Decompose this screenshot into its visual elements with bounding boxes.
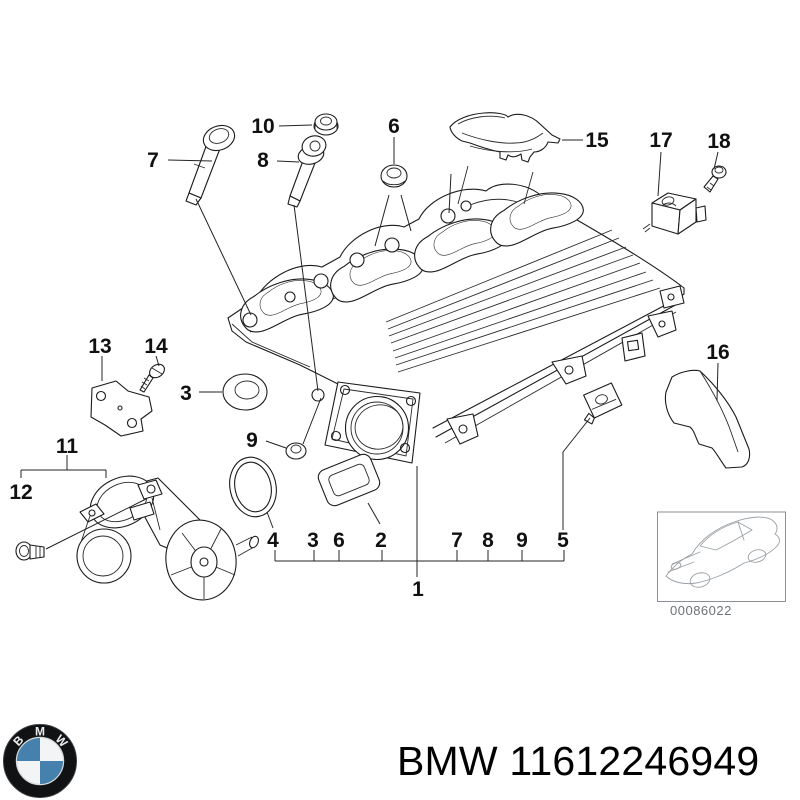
rib-lines [385, 229, 661, 373]
callout-group-7: 7 [451, 529, 463, 552]
callout-group-4: 4 [267, 529, 279, 552]
grommet-top-part [380, 164, 408, 188]
oring-part [229, 456, 277, 518]
callout-3: 3 [180, 382, 192, 405]
manifold-drawing [227, 165, 685, 464]
gasket-part [317, 453, 381, 507]
callout-labels: 7 10 8 6 15 17 18 13 14 3 16 9 11 12 4 3… [9, 115, 731, 601]
car-thumbnail: 00086022 [657, 511, 786, 618]
leader-lines [20, 124, 719, 577]
callout-15: 15 [585, 129, 609, 152]
callout-group-3: 3 [307, 529, 319, 552]
callout-10: 10 [251, 115, 274, 138]
callout-17: 17 [649, 129, 672, 152]
callout-group-6: 6 [333, 529, 345, 552]
throttle-body-part [76, 475, 259, 601]
sensor-bolt-part [703, 165, 727, 193]
brand-name: BMW [397, 738, 498, 784]
throttle-bolt-part [15, 541, 45, 561]
callout-13: 13 [88, 335, 111, 358]
callout-11: 11 [56, 435, 79, 458]
manifold-bolt-holes [242, 200, 472, 328]
callout-6: 6 [388, 115, 400, 138]
callout-group-8: 8 [482, 529, 494, 552]
callout-group-2: 2 [375, 529, 387, 552]
intake-manifold-diagram: 7 10 8 6 15 17 18 13 14 3 16 9 11 12 4 3… [9, 112, 786, 618]
thumbnail-code: 00086022 [670, 603, 732, 618]
mounting-tabs [446, 285, 685, 445]
bmw-roundel-icon: B M W [3, 724, 77, 798]
roundel-letter-m: M [35, 725, 45, 739]
side-bracket-part [664, 369, 751, 469]
callout-group-9: 9 [516, 529, 528, 552]
tapping-screw-part [139, 363, 165, 393]
stud-short-part [287, 135, 327, 208]
callout-1: 1 [412, 578, 424, 601]
small-grommet-part [285, 442, 307, 460]
callout-7: 7 [147, 149, 159, 172]
car-icon [665, 516, 780, 588]
nut-part [313, 113, 339, 136]
callout-9: 9 [246, 429, 258, 452]
callout-16: 16 [706, 341, 729, 364]
seal-ring-part [222, 373, 268, 411]
callout-14: 14 [144, 335, 168, 358]
runner-openings [240, 192, 584, 333]
gasket-plate-part [90, 380, 153, 437]
holder-clip-part [583, 382, 623, 425]
callout-12: 12 [9, 481, 32, 504]
callout-8: 8 [257, 149, 269, 172]
acoustic-cover-part [449, 112, 561, 163]
part-number-line: BMW 11612246949 [397, 741, 759, 782]
callout-group-5: 5 [557, 529, 569, 552]
sensor-part [642, 192, 707, 235]
stud-long-part [185, 124, 236, 206]
throttle-flange [311, 381, 421, 464]
part-number: 11612246949 [509, 738, 760, 784]
callout-18: 18 [707, 130, 731, 153]
